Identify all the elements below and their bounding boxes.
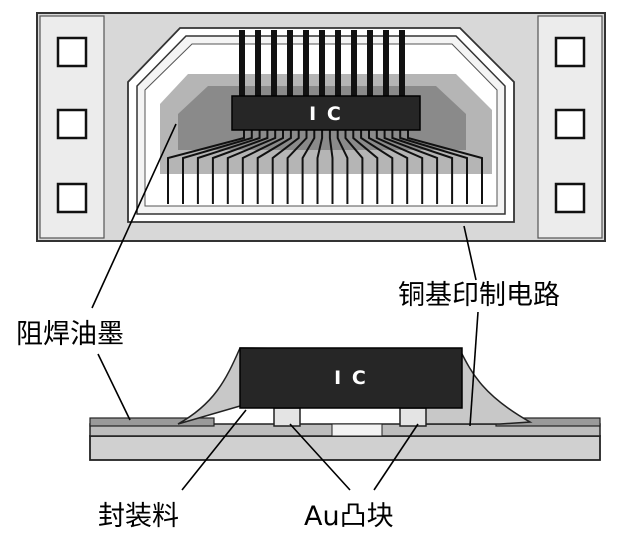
inner-lead <box>211 130 269 204</box>
outer-leads <box>239 30 405 100</box>
inner-lead <box>344 130 364 204</box>
inner-lead <box>375 130 424 204</box>
outer-lead <box>335 30 341 100</box>
top-view: I C <box>36 12 606 242</box>
sprocket-hole <box>56 108 88 140</box>
leader-copper-top <box>463 225 477 281</box>
inner-leads <box>167 130 483 204</box>
au-bump-left <box>273 407 301 427</box>
outer-lead <box>271 30 277 100</box>
leader-solder-resist-top <box>91 123 177 309</box>
substrate-film <box>89 435 601 461</box>
ic-chip-top <box>231 95 421 131</box>
inner-lead <box>391 130 454 204</box>
sprocket-hole <box>554 182 586 214</box>
inner-lead <box>328 130 334 204</box>
leader-copper-bottom <box>469 311 479 427</box>
inner-lead <box>241 130 284 204</box>
inner-lead <box>271 130 300 204</box>
outer-lead <box>351 30 357 100</box>
cross-section: I C <box>89 347 601 461</box>
inner-lead <box>407 130 483 204</box>
sprocket-hole <box>554 108 586 140</box>
au-bump-right <box>399 407 427 427</box>
leader-lines <box>91 123 479 491</box>
inner-lead <box>286 130 308 204</box>
leader-au-right <box>373 423 419 491</box>
inner-lead <box>383 130 439 204</box>
outer-lead <box>255 30 261 100</box>
inner-lead <box>301 130 316 204</box>
leader-encapsulant <box>181 409 247 491</box>
outer-lead <box>239 30 245 100</box>
outer-lead <box>383 30 389 100</box>
sprocket-hole <box>554 36 586 68</box>
label-encapsulant: 封装料 <box>98 501 179 532</box>
outer-lead <box>287 30 293 100</box>
outer-lead <box>367 30 373 100</box>
inner-lead <box>182 130 253 204</box>
inner-lead <box>256 130 292 204</box>
inner-lead <box>226 130 277 204</box>
ic-chip-top-label: I C <box>309 103 343 125</box>
inner-lead <box>167 130 245 204</box>
label-au-bump: Au凸块 <box>304 501 394 532</box>
inner-lead <box>368 130 409 204</box>
inner-lead <box>336 130 349 204</box>
inner-lead <box>316 130 324 204</box>
sprocket-hole <box>56 36 88 68</box>
inner-lead <box>196 130 261 204</box>
labels: 阻焊油墨 铜基印制电路 封装料 Au凸块 <box>16 280 560 532</box>
ic-chip-section <box>239 347 463 409</box>
inner-lead <box>399 130 468 204</box>
copper-gap <box>331 423 383 437</box>
inner-lead <box>352 130 379 204</box>
solder-resist-left <box>89 417 215 427</box>
label-solder-resist: 阻焊油墨 <box>16 319 124 350</box>
inner-lead <box>360 130 394 204</box>
leader-au-left <box>289 423 351 491</box>
label-copper-circuit: 铜基印制电路 <box>398 280 560 311</box>
outer-lead <box>399 30 405 100</box>
sprocket-hole <box>56 182 88 214</box>
outer-lead <box>319 30 325 100</box>
ic-chip-section-label: I C <box>334 367 368 389</box>
outer-lead <box>303 30 309 100</box>
leader-solder-resist-bottom <box>97 353 131 421</box>
